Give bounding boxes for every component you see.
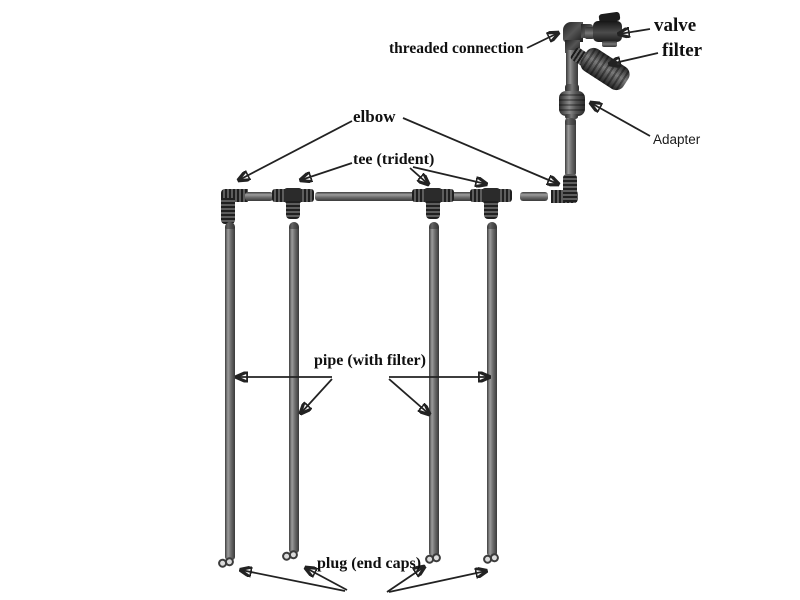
adapter-collar [565, 84, 579, 93]
tee-fitting-3-stem [484, 201, 498, 219]
label-plug: plug (end caps) [317, 555, 422, 572]
tee-fitting-3-hub [482, 188, 500, 203]
arrow-plug-1 [241, 570, 346, 592]
arrow-elbow-left [239, 120, 353, 180]
header-pipe-segment-3 [450, 192, 478, 201]
header-pipe-segment-2 [315, 192, 415, 201]
header-pipe-segment-4 [520, 192, 548, 201]
label-pipe: pipe (with filter) [314, 352, 426, 369]
arrow-tee-mid [409, 167, 428, 184]
arrow-threaded-connection [526, 33, 558, 49]
arrow-plug-2 [306, 568, 348, 591]
riser-pipe [565, 118, 576, 176]
arrow-tee-left [301, 162, 353, 180]
arrow-adapter [591, 103, 651, 137]
valve-inlet-stub [585, 27, 594, 39]
arrow-pipe-diag-right [388, 378, 429, 414]
valve-outlet-stub [602, 41, 617, 47]
arrow-valve [619, 29, 651, 34]
arrow-filter [610, 52, 659, 64]
arrow-plug-3 [386, 567, 424, 593]
label-filter: filter [662, 40, 703, 61]
adapter-graphic [559, 91, 585, 116]
label-tee: tee (trident) [353, 151, 435, 168]
left-elbow-barb [221, 198, 235, 224]
arrow-pipe-diag-left [301, 378, 333, 413]
label-threaded-connection: threaded connection [389, 40, 524, 57]
label-valve: valve [654, 15, 697, 36]
drop-pipe-2 [289, 222, 299, 553]
arrow-elbow-right [402, 117, 558, 184]
drop-pipe-3 [429, 222, 439, 556]
drop-pipe-1 [225, 222, 235, 560]
threaded-connection-elbow [563, 22, 583, 42]
tee-fitting-1-hub [284, 188, 302, 203]
adapter-taper [565, 114, 578, 119]
right-elbow-barb [563, 174, 577, 202]
label-elbow: elbow [353, 107, 396, 126]
arrow-tee-right [412, 166, 486, 184]
drop-pipe-4 [487, 222, 497, 556]
tee-fitting-2-hub [424, 188, 442, 203]
tee-fitting-1-stem [286, 201, 300, 219]
arrow-plug-4 [388, 571, 486, 593]
valve-graphic [593, 21, 622, 42]
header-pipe-segment-1 [245, 192, 273, 201]
label-adapter: Adapter [653, 132, 701, 147]
tee-fitting-2-stem [426, 201, 440, 219]
